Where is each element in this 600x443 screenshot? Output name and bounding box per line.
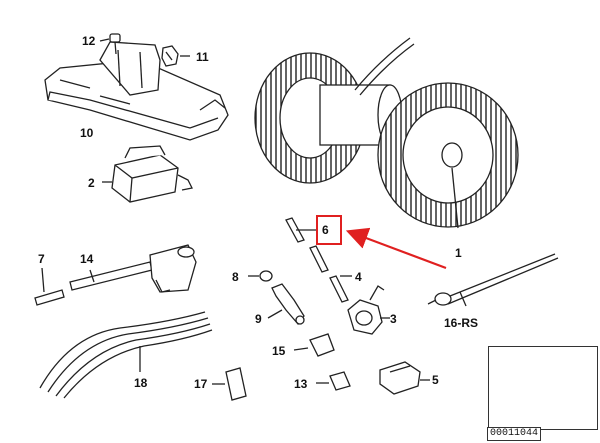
adjuster-part-9 [267,283,305,326]
label-part-7: 7 [38,252,45,266]
pin-part-7 [34,267,65,306]
sensor-part-16-rs [427,253,559,307]
screw-part-12 [99,33,121,55]
actuator-part-3 [347,285,390,335]
label-part-14: 14 [80,252,94,266]
label-part-8: 8 [232,270,239,284]
highlight-arrow [345,227,447,270]
grommet-part-8 [248,270,273,282]
label-part-1: 1 [455,246,462,260]
cover-plate-part-10 [44,41,229,141]
diagram-code: 00011044 [487,427,542,441]
clip-part-11 [161,45,190,67]
bracket-part-17 [212,367,247,401]
housing-part-5 [379,361,430,395]
cable-harness-part-18 [39,311,213,399]
label-part-5: 5 [432,373,439,387]
linkage-part-14 [69,244,197,293]
label-part-9: 9 [255,312,262,326]
label-part-13: 13 [294,377,308,391]
capacitor-part-6 [285,217,329,273]
highlight-box-part-6 [316,215,342,245]
label-part-10: 10 [80,126,94,140]
label-part-15: 15 [272,344,286,358]
label-part-4: 4 [355,270,362,284]
thumbnail-frame [488,346,598,430]
blower-motor-part-1 [254,37,519,229]
label-part-12: 12 [82,34,96,48]
resistor-part-2 [102,145,193,203]
label-part-18: 18 [134,376,148,390]
clip-part-13 [316,371,351,391]
rod-part-4 [329,275,352,303]
label-part-2: 2 [88,176,95,190]
label-part-11: 11 [196,50,209,64]
label-part-6: 6 [322,223,329,237]
label-part-3: 3 [390,312,397,326]
label-part-16-rs: 16-RS [444,316,479,330]
label-part-17: 17 [194,377,208,391]
connector-part-15 [293,333,335,357]
